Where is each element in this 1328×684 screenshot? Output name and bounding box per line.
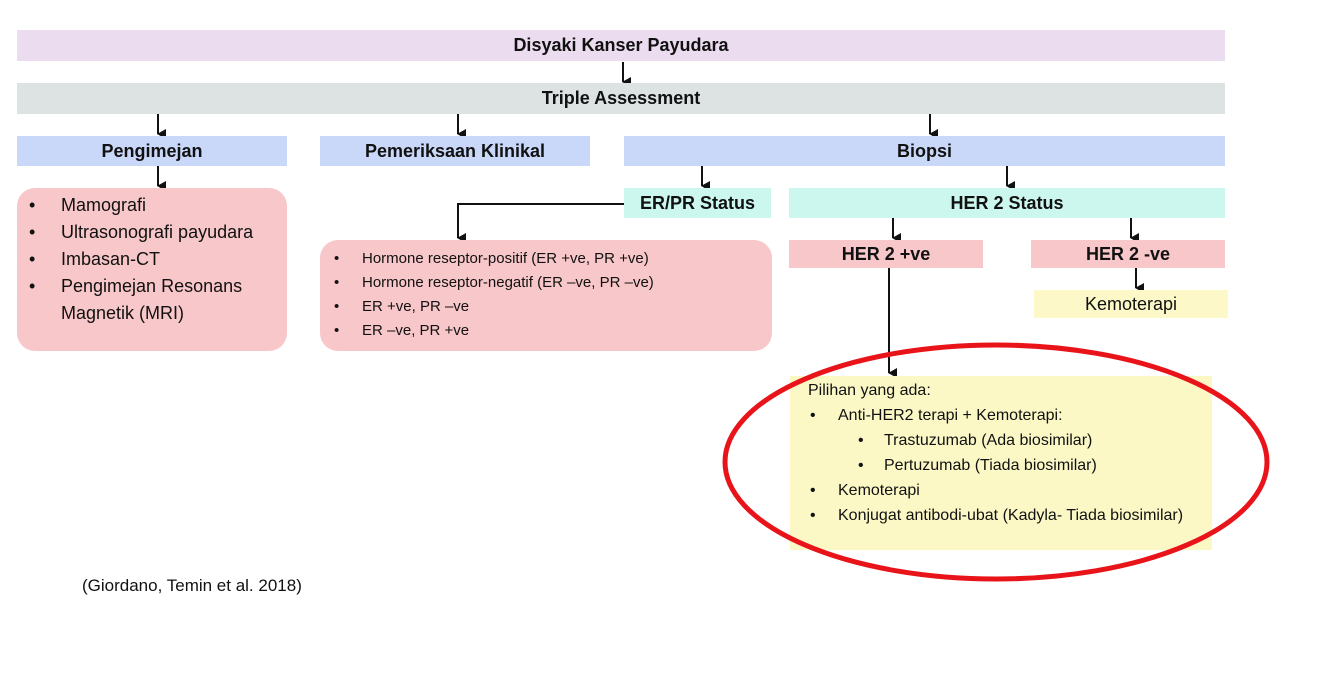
anti-her2-sublist: Trastuzumab (Ada biosimilar) Pertuzumab … (838, 428, 1198, 478)
list-item: Hormone reseptor-negatif (ER –ve, PR –ve… (320, 271, 772, 295)
imaging-card: Mamografi Ultrasonografi payudara Imbasa… (17, 188, 287, 351)
list-item: Pertuzumab (Tiada biosimilar) (838, 453, 1198, 478)
her2-negative-bar: HER 2 -ve (1031, 240, 1225, 268)
list-item: ER –ve, PR +ve (320, 319, 772, 343)
imaging-label: Pengimejan (101, 140, 203, 161)
her2-status-bar: HER 2 Status (789, 188, 1225, 218)
list-item: ER +ve, PR –ve (320, 295, 772, 319)
list-item: Mamografi (17, 192, 287, 219)
options-heading: Pilihan yang ada: (808, 382, 931, 399)
clinical-bar: Pemeriksaan Klinikal (320, 136, 590, 166)
title-text: Disyaki Kanser Payudara (513, 35, 729, 55)
her2-negative-label: HER 2 -ve (1085, 243, 1171, 264)
options-card: Pilihan yang ada: Anti-HER2 terapi + Kem… (790, 376, 1212, 550)
biopsy-bar: Biopsi (624, 136, 1225, 166)
options-list: Anti-HER2 terapi + Kemoterapi: Trastuzum… (808, 403, 1198, 528)
list-item: Pengimejan Resonans Magnetik (MRI) (17, 273, 287, 327)
option-anti-her2: Anti-HER2 terapi + Kemoterapi: (838, 407, 1063, 424)
biopsy-label: Biopsi (896, 140, 952, 161)
her2-positive-label: HER 2 +ve (841, 243, 931, 264)
erpr-status-bar: ER/PR Status (624, 188, 771, 218)
list-item: Anti-HER2 terapi + Kemoterapi: Trastuzum… (808, 403, 1198, 478)
assessment-text: Triple Assessment (541, 88, 701, 108)
chemo-bar: Kemoterapi (1034, 290, 1228, 318)
list-item: Trastuzumab (Ada biosimilar) (838, 428, 1198, 453)
title-bar: Disyaki Kanser Payudara (17, 30, 1225, 61)
hormone-card: Hormone reseptor-positif (ER +ve, PR +ve… (320, 240, 772, 351)
list-item: Kemoterapi (808, 478, 1198, 503)
imaging-list: Mamografi Ultrasonografi payudara Imbasa… (17, 192, 287, 327)
list-item: Imbasan-CT (17, 246, 287, 273)
assessment-bar: Triple Assessment (17, 83, 1225, 114)
imaging-bar: Pengimejan (17, 136, 287, 166)
her2-positive-bar: HER 2 +ve (789, 240, 983, 268)
arrow-erpr-to-hormone-list (457, 203, 624, 243)
clinical-label: Pemeriksaan Klinikal (364, 140, 546, 161)
erpr-status-label: ER/PR Status (639, 192, 756, 213)
list-item: Ultrasonografi payudara (17, 219, 287, 246)
citation: (Giordano, Temin et al. 2018) (82, 576, 302, 595)
chemo-label: Kemoterapi (1084, 293, 1178, 314)
hormone-list: Hormone reseptor-positif (ER +ve, PR +ve… (320, 247, 772, 343)
list-item: Konjugat antibodi-ubat (Kadyla- Tiada bi… (808, 503, 1198, 528)
list-item: Hormone reseptor-positif (ER +ve, PR +ve… (320, 247, 772, 271)
her2-status-label: HER 2 Status (950, 192, 1064, 213)
